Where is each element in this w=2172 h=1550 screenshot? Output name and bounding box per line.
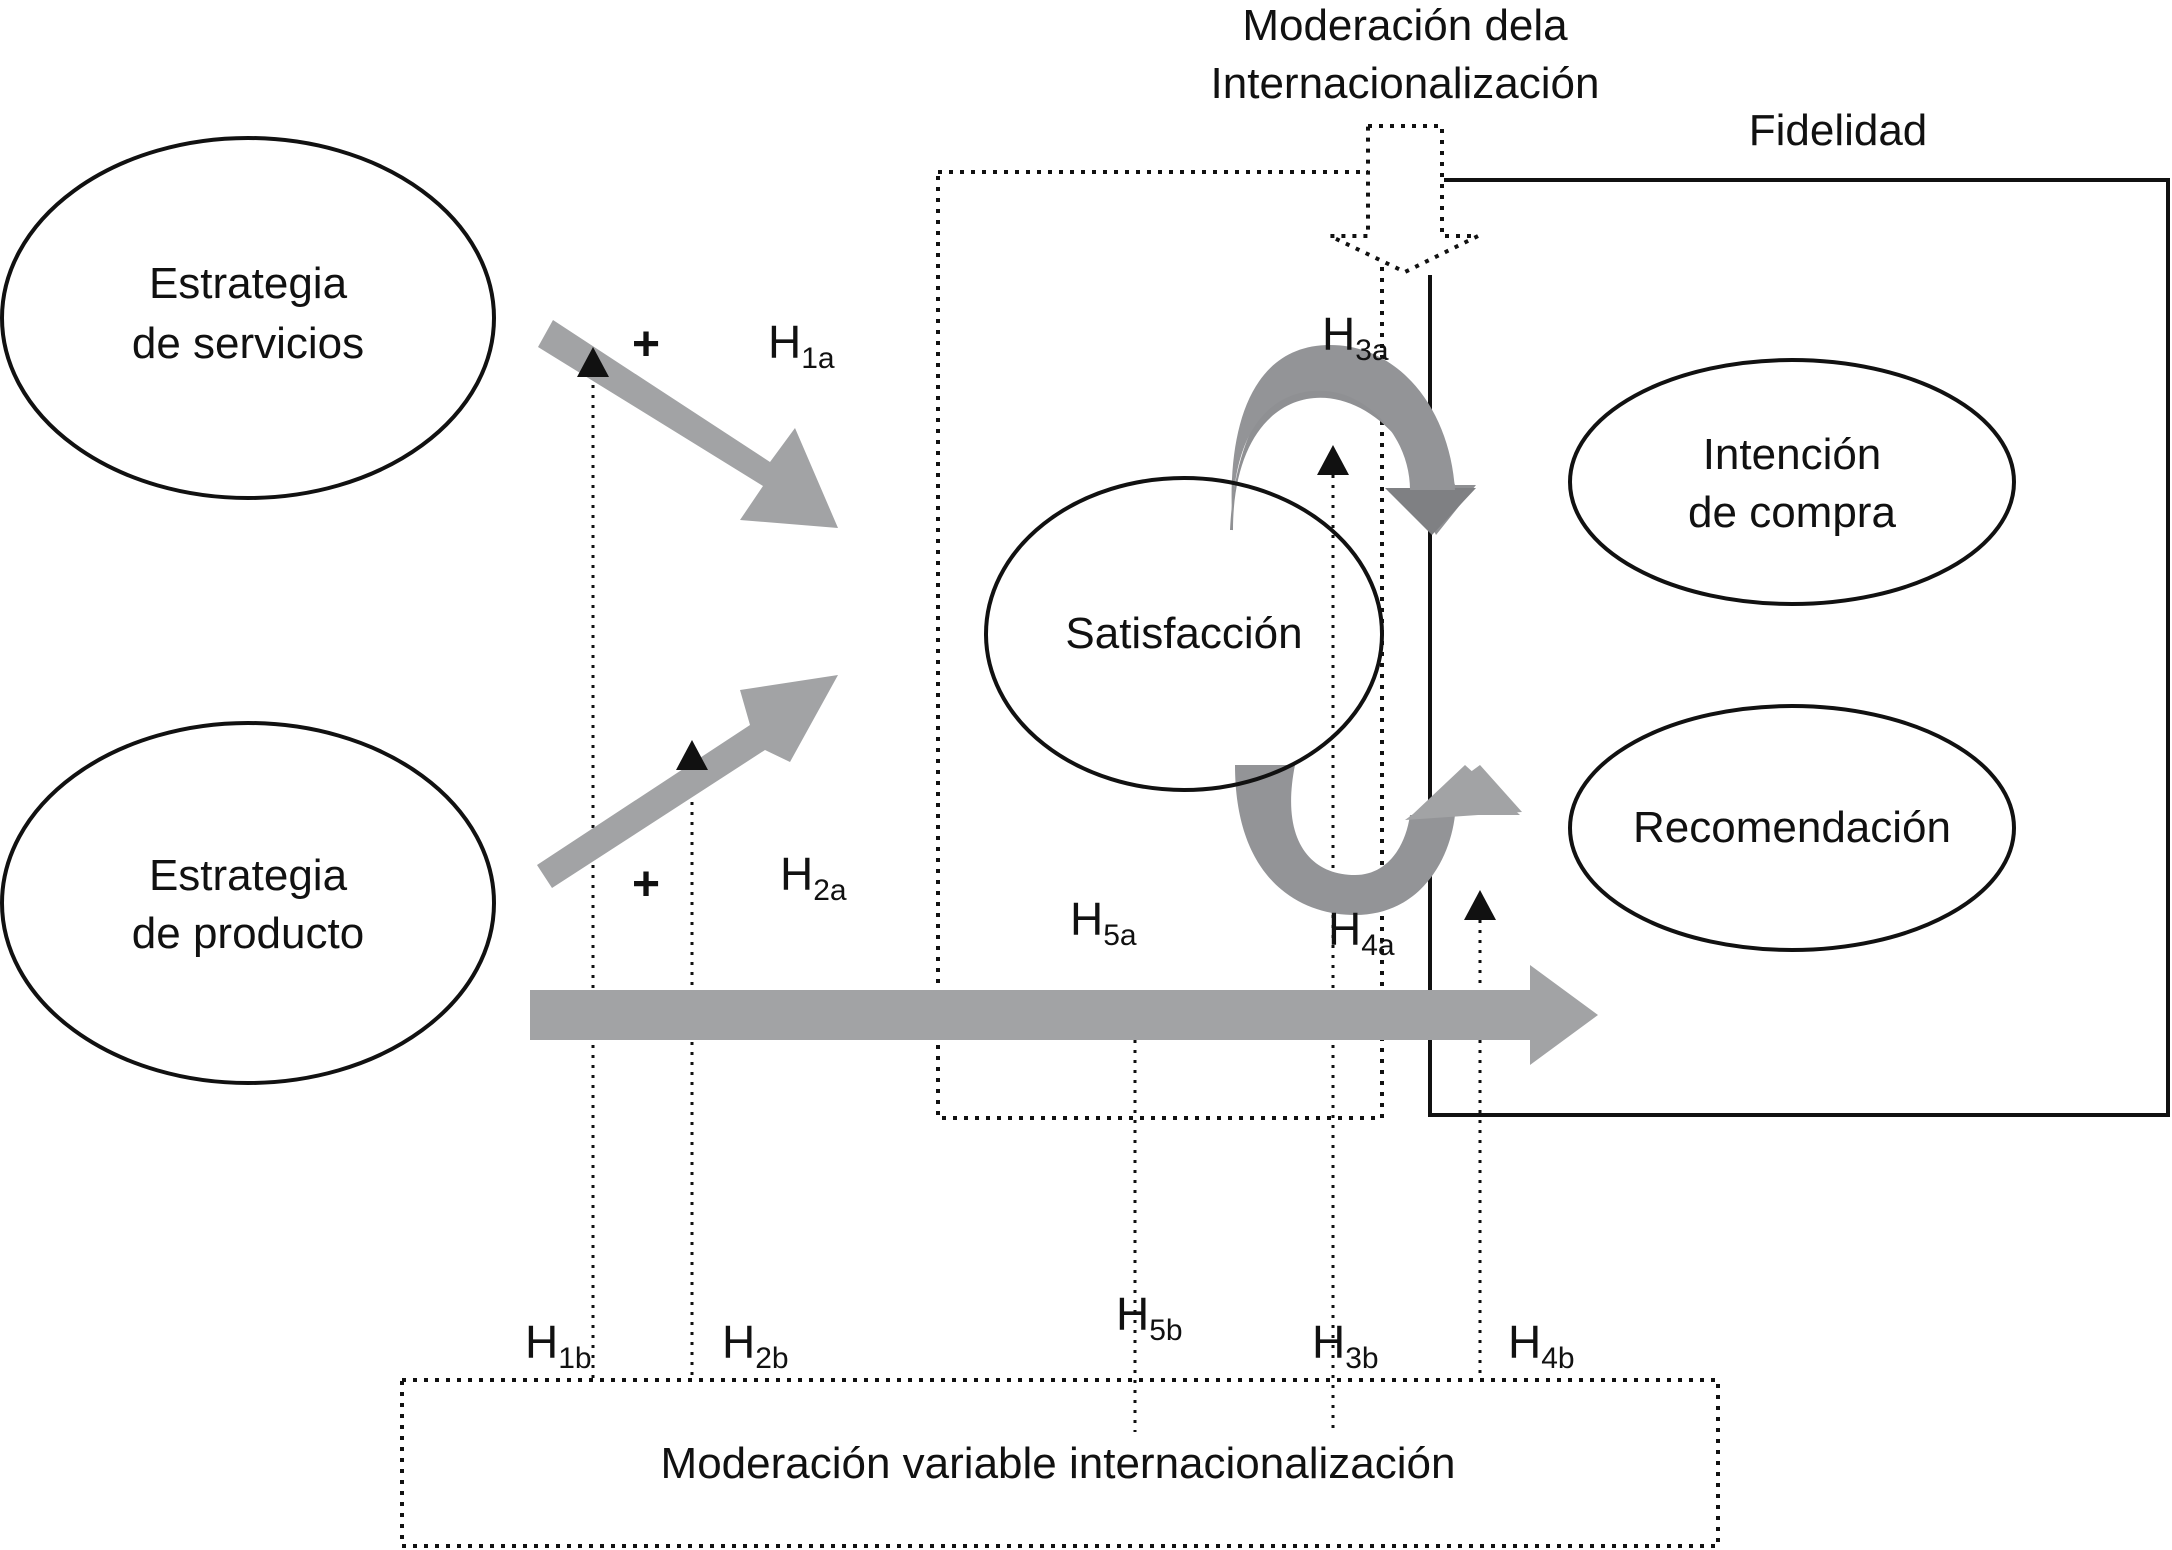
h2b-label: H2b — [722, 1316, 789, 1375]
intencion-compra-node — [1568, 358, 2016, 606]
h4a-label: H4a — [1328, 903, 1395, 962]
estrategia-servicios-label-2: de servicios — [132, 319, 364, 368]
intencion-compra-label-2: de compra — [1688, 488, 1896, 537]
fidelidad-label: Fidelidad — [1749, 106, 1928, 155]
satisfaccion-label: Satisfacción — [1065, 609, 1302, 658]
h4a-arrow-tip — [1412, 765, 1520, 815]
h4b-label: H4b — [1508, 1316, 1575, 1375]
h1b-label: H1b — [525, 1316, 592, 1375]
estrategia-producto-node — [0, 721, 496, 1085]
h5a-arrow — [530, 965, 1598, 1065]
h5b-label: H5b — [1116, 1288, 1183, 1347]
recomendacion-label: Recomendación — [1633, 803, 1951, 852]
estrategia-servicios-label-1: Estrategia — [149, 259, 348, 308]
satisfaccion-node — [984, 476, 1384, 792]
bottom-moderation-box — [400, 1378, 1720, 1548]
h2a-label: H2a — [780, 848, 847, 907]
estrategia-producto-label-1: Estrategia — [149, 851, 348, 900]
plus-sign-services: + — [632, 318, 660, 371]
h3a-label: H3a — [1322, 308, 1389, 367]
bottom-moderation-label: Moderación variable internacionalización — [661, 1439, 1456, 1488]
top-moderation-label-2: Internacionalización — [1211, 59, 1600, 108]
h2b-marker-icon — [676, 740, 708, 770]
h2a-arrow — [537, 675, 838, 888]
top-moderation-arrow — [1329, 124, 1479, 275]
arrows — [530, 320, 1598, 1065]
h3a-arc-band — [1231, 345, 1455, 532]
h4a-arc-band — [1235, 765, 1455, 915]
top-moderation-label-1: Moderación dela — [1242, 1, 1568, 50]
h3b-marker-icon — [1317, 445, 1349, 475]
h3b-label: H3b — [1312, 1316, 1379, 1375]
h5a-label: H5a — [1070, 893, 1137, 952]
h1a-arrow — [538, 320, 838, 528]
estrategia-servicios-node — [0, 136, 496, 500]
h1b-marker-icon — [577, 347, 609, 377]
intencion-compra-label-1: Intención — [1703, 430, 1882, 479]
estrategia-producto-label-2: de producto — [132, 909, 364, 958]
h1a-label: H1a — [768, 316, 835, 375]
h4b-marker-icon — [1464, 890, 1496, 920]
plus-sign-product: + — [632, 858, 660, 911]
h3a-curved-arrow-head — [1385, 488, 1476, 535]
recomendacion-node — [1568, 704, 2016, 952]
